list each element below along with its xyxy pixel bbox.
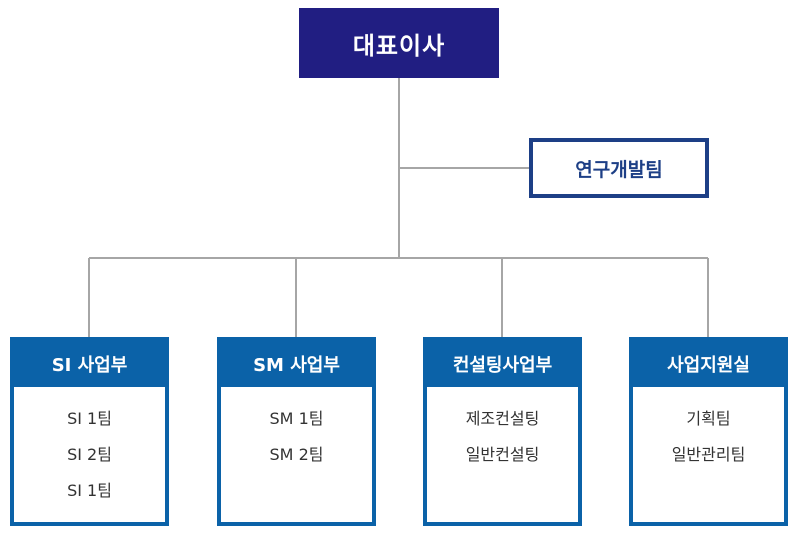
dept-header: 사업지원실: [633, 341, 784, 387]
team-item: SI 2팀: [67, 445, 112, 464]
dept-sm: SM 사업부 SM 1팀 SM 2팀: [217, 337, 376, 526]
team-list: 제조컨설팅 일반컨설팅: [427, 387, 578, 473]
dept-header: 컨설팅사업부: [427, 341, 578, 387]
team-item: 일반관리팀: [671, 445, 746, 464]
dept-name: 컨설팅사업부: [452, 355, 553, 376]
dept-header: SM 사업부: [221, 341, 372, 387]
ceo-box: 대표이사: [299, 8, 499, 78]
dept-business-support: 사업지원실 기획팀 일반관리팀: [629, 337, 788, 526]
team-list: SM 1팀 SM 2팀: [221, 387, 372, 473]
dept-si: SI 사업부 SI 1팀 SI 2팀 SI 1팀: [10, 337, 169, 526]
team-item: 기획팀: [686, 409, 731, 428]
dept-name: 사업지원실: [667, 355, 750, 376]
ceo-label: 대표이사: [352, 31, 446, 60]
team-list: 기획팀 일반관리팀: [633, 387, 784, 473]
team-item: SI 1팀: [67, 481, 112, 500]
dept-name: SM 사업부: [253, 355, 340, 376]
dept-header: SI 사업부: [14, 341, 165, 387]
team-item: 제조컨설팅: [465, 409, 540, 428]
dept-consulting: 컨설팅사업부 제조컨설팅 일반컨설팅: [423, 337, 582, 526]
team-item: SI 1팀: [67, 409, 112, 428]
team-item: SM 1팀: [269, 409, 324, 428]
team-item: 일반컨설팅: [465, 445, 540, 464]
rnd-team-box: 연구개발팀: [529, 138, 709, 198]
team-item: SM 2팀: [269, 445, 324, 464]
team-list: SI 1팀 SI 2팀 SI 1팀: [14, 387, 165, 509]
rnd-team-label: 연구개발팀: [575, 158, 663, 181]
dept-name: SI 사업부: [51, 355, 128, 376]
